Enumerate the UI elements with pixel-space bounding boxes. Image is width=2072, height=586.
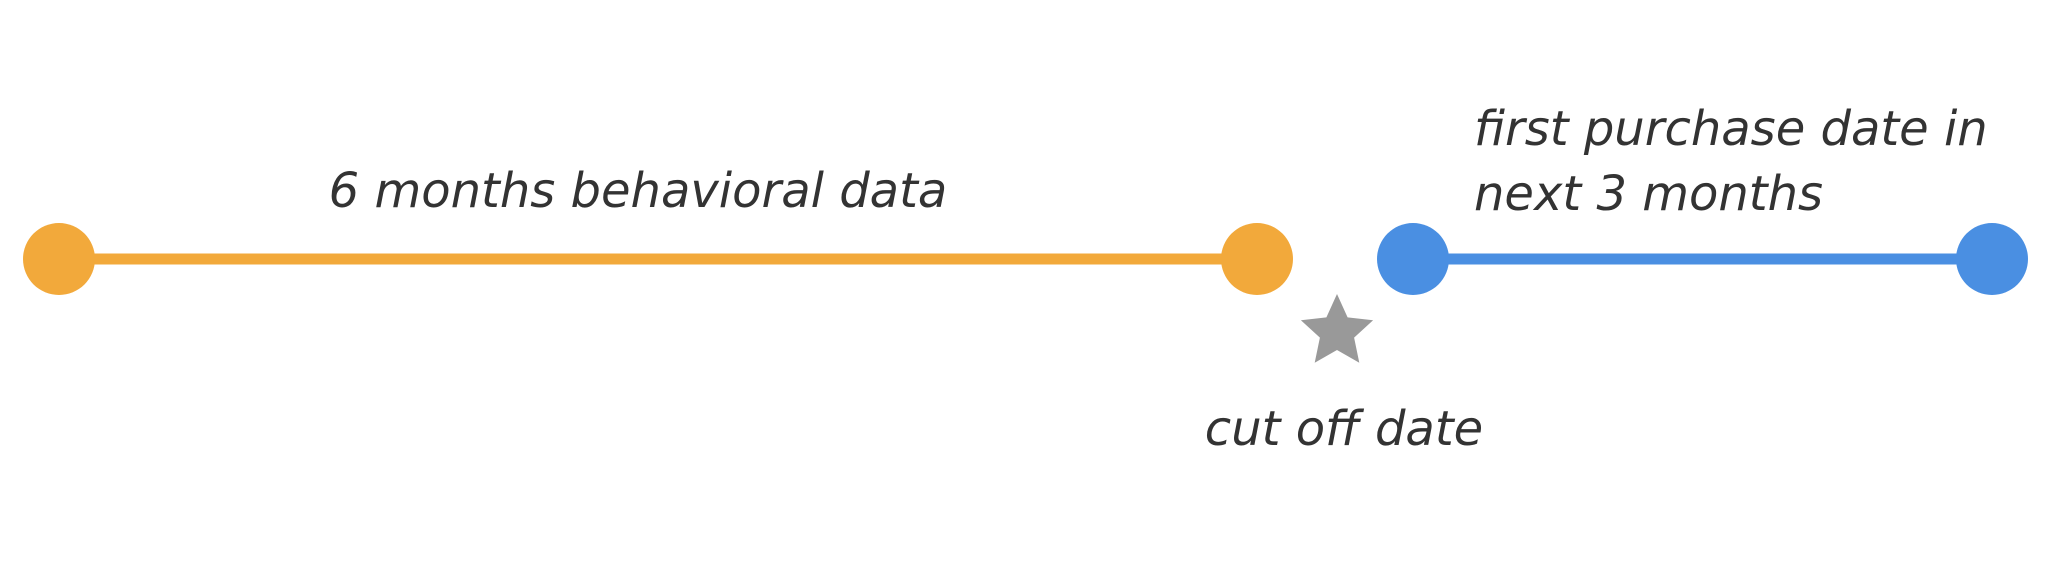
cut-off-marker: cut off date xyxy=(1205,294,1483,457)
target-period-start-dot xyxy=(1377,223,1449,295)
cut-off-label: cut off date xyxy=(1205,401,1483,457)
behavioral-period-end-dot xyxy=(1221,223,1293,295)
target-period-label-line-1: first purchase date in xyxy=(1474,101,1988,157)
target-period-end-dot xyxy=(1956,223,2028,295)
star-icon xyxy=(1300,294,1374,363)
target-period-label-line-2: next 3 months xyxy=(1474,166,1823,222)
behavioral-period-segment: 6 months behavioral data xyxy=(23,163,1293,295)
target-period-segment: first purchase date in next 3 months xyxy=(1377,101,2028,295)
behavioral-period-start-dot xyxy=(23,223,95,295)
behavioral-period-label: 6 months behavioral data xyxy=(329,163,948,219)
